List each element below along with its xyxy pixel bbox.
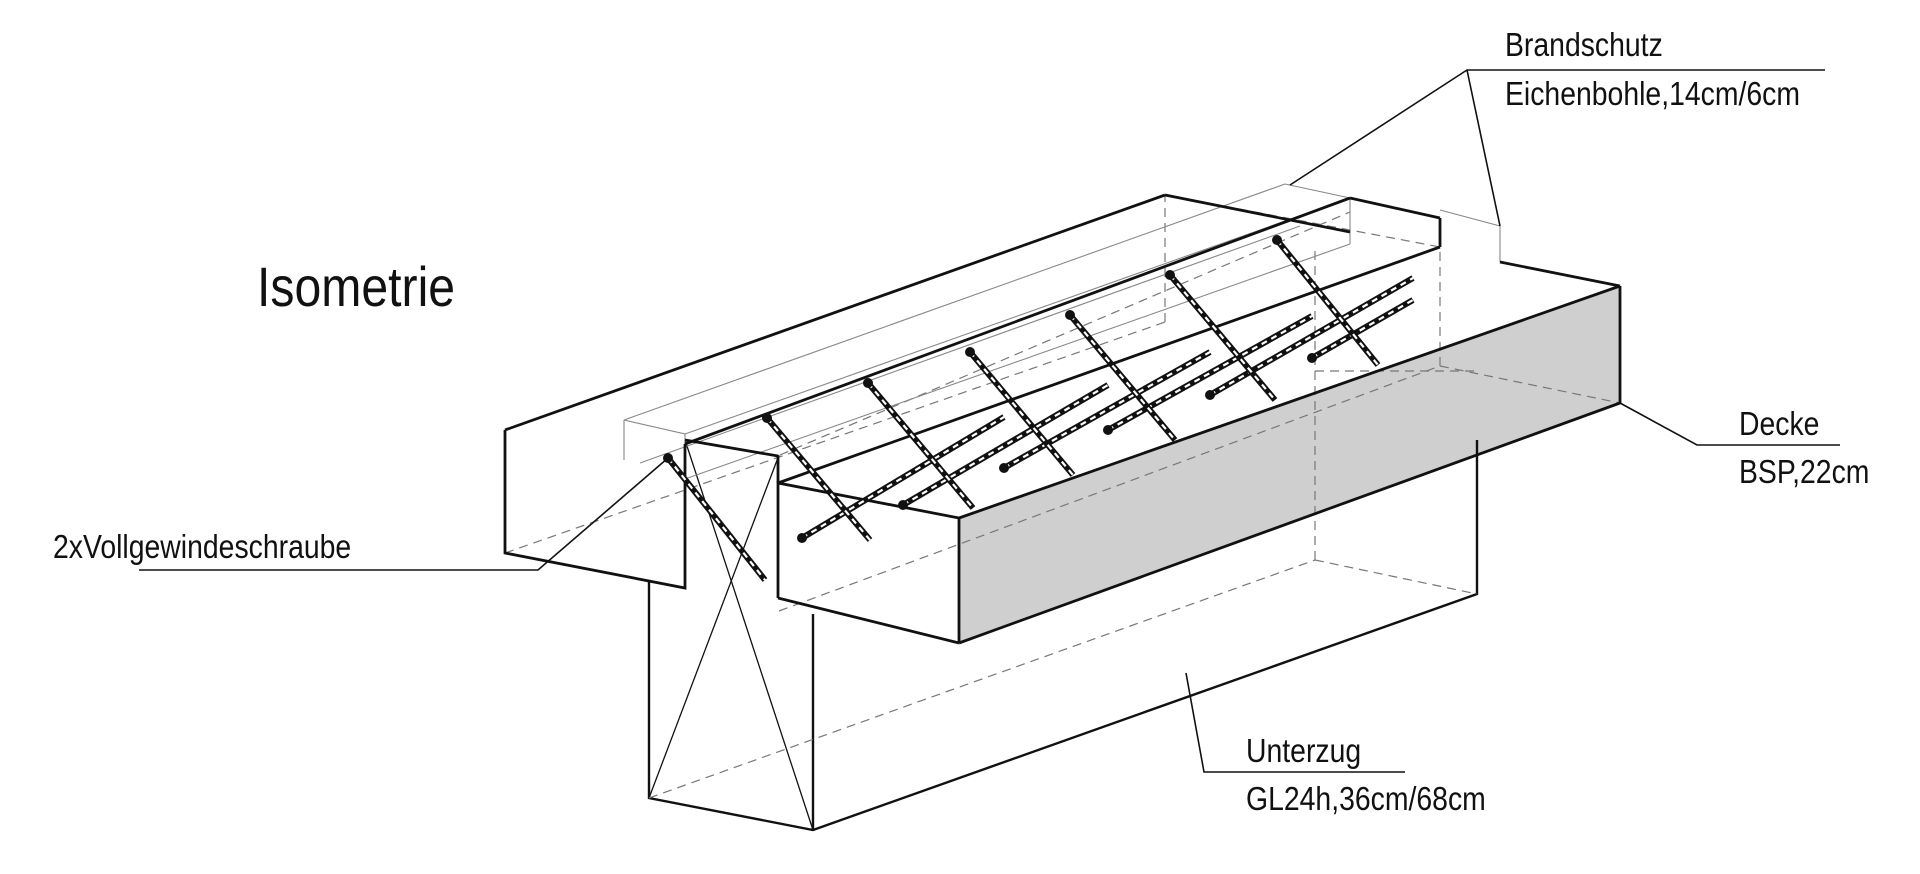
screw-head	[999, 463, 1009, 473]
screw-shaft	[800, 414, 1006, 541]
slab-side-face	[959, 286, 1620, 643]
leader-beam	[1185, 672, 1405, 773]
screw-shaft	[1208, 275, 1415, 398]
screw-head	[965, 347, 975, 357]
leader-slab	[1619, 402, 1840, 446]
beam-spec: GL24h,36cm/68cm	[1246, 780, 1486, 817]
screw-head	[797, 533, 807, 543]
screw-head	[1165, 270, 1175, 280]
screw-thread	[867, 382, 974, 509]
screw-shaft	[1002, 349, 1212, 471]
leader-fire-protection-2	[1466, 69, 1501, 227]
leader-screw	[139, 457, 669, 571]
screw-head	[863, 378, 873, 388]
fire-protection-plank	[623, 183, 1501, 480]
screw-shaft	[901, 382, 1110, 508]
screw-head	[1065, 310, 1075, 320]
fire-protection-spec: Eichenbohle,14cm/6cm	[1505, 75, 1801, 112]
fire-protection-label: Brandschutz	[1505, 26, 1663, 63]
screw-thread	[969, 351, 1074, 476]
screw-head	[1307, 353, 1317, 363]
slab-label: Decke	[1739, 405, 1820, 442]
drawing-title: Isometrie	[257, 255, 456, 318]
screws	[663, 235, 1415, 582]
screw-head	[1205, 390, 1215, 400]
screw-thread	[1311, 299, 1414, 359]
screw-head	[1272, 235, 1282, 245]
beam-label: Unterzug	[1246, 732, 1362, 769]
screw-head	[898, 500, 908, 510]
screw-thread	[667, 457, 766, 581]
screw-thread	[1107, 315, 1313, 431]
screw-thread	[1276, 239, 1379, 366]
screw-head	[1103, 425, 1113, 435]
screw-head	[762, 413, 772, 423]
screw-thread	[766, 417, 871, 541]
screw-thread	[1169, 274, 1276, 401]
screw-thread	[1069, 314, 1176, 441]
screw-label: 2xVollgewindeschraube	[53, 528, 352, 565]
slab-spec: BSP,22cm	[1739, 453, 1870, 490]
leader-lines	[139, 69, 1840, 773]
beam-end-cross	[648, 439, 814, 831]
